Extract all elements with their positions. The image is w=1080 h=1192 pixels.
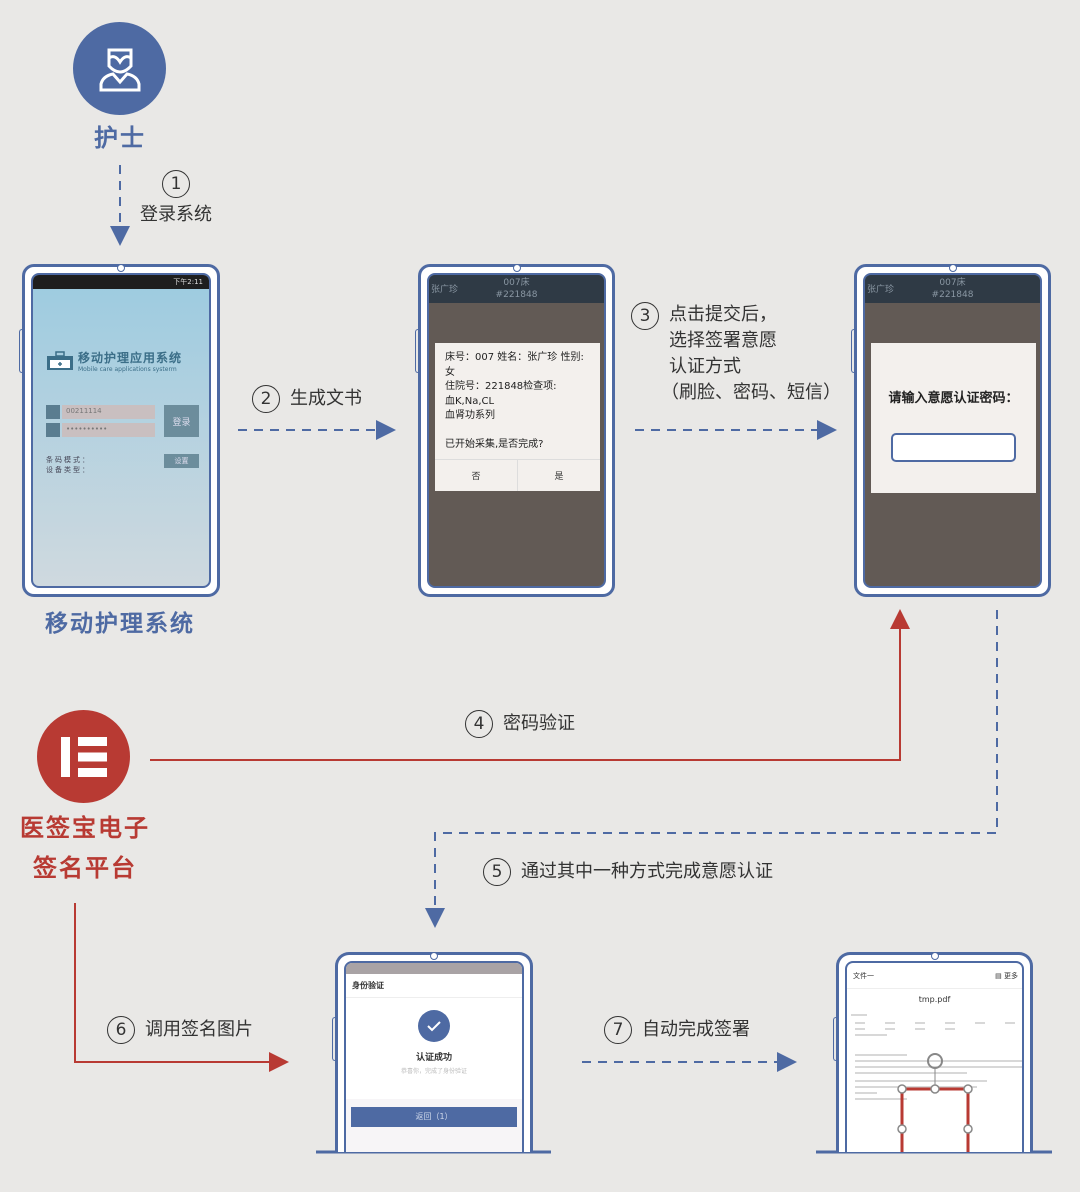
patient-bar: 张广珍 007床#221848 (429, 275, 604, 303)
success-text: 认证成功 (415, 1053, 452, 1063)
no-button[interactable]: 否 (435, 460, 518, 491)
step-text: 通过其中一种方式完成意愿认证 (521, 861, 773, 882)
e-logo-icon (60, 736, 107, 777)
password-prompt: 请输入意愿认证密码： (888, 391, 1019, 406)
pdf-content (851, 1014, 1022, 1152)
step-text: 认证方式 (669, 356, 741, 377)
nurse-avatar (73, 22, 166, 115)
step-6: 6 调用签名图片 (107, 1016, 253, 1044)
step-text: 登录系统 (140, 204, 212, 225)
app-title: 移动护理应用系统 (78, 351, 183, 365)
platform-logo (37, 710, 130, 803)
step-number: 2 (252, 385, 280, 413)
verify-title: 身份验证 (346, 974, 522, 998)
lock-icon (46, 423, 60, 437)
platform-label-line1: 医签宝电子 (20, 814, 150, 842)
more-button[interactable]: ▤ 更多 (995, 971, 1018, 980)
arrow-5 (425, 610, 998, 928)
step-1: 1 登录系统 (140, 170, 212, 228)
phone-signed-document: 文件一 ▤ 更多 tmp.pdf (833, 952, 1033, 1152)
step-text: 生成文书 (290, 388, 362, 409)
phone-verify: 身份验证 认证成功 恭喜你，完成了身份验证 返回（1） (332, 952, 533, 1152)
signature-box (900, 1087, 970, 1152)
user-icon (46, 405, 60, 419)
step-5: 5 通过其中一种方式完成意愿认证 (483, 858, 773, 886)
step-7: 7 自动完成签署 (604, 1016, 750, 1044)
app-header: 移动护理应用系统 Mobile care applications syster… (47, 349, 182, 373)
nurse-icon (99, 48, 140, 91)
status-bar (346, 963, 522, 974)
step-number: 1 (162, 170, 190, 198)
nurse-label: 护士 (94, 124, 146, 152)
step-text: 密码验证 (503, 713, 575, 734)
success-subtext: 恭喜你，完成了身份验证 (400, 1068, 467, 1075)
confirm-dialog: 床号：007 姓名：张广珍 性别:女住院号：221848检查项:血K,Na,CL… (435, 343, 600, 491)
patient-bar: 张广珍 007床#221848 (865, 275, 1040, 303)
platform-label-line2: 签名平台 (33, 854, 137, 882)
step-text: 自动完成签署 (642, 1019, 750, 1040)
username-input[interactable]: 00211114 (62, 405, 155, 419)
status-bar: 下午2:11 (33, 275, 209, 289)
password-input[interactable] (891, 433, 1016, 462)
arrow-6 (74, 903, 289, 1072)
phone-password: 张广珍 007床#221848 请输入意愿认证密码： (851, 264, 1051, 597)
platform-label: 医签宝电子 签名平台 (10, 808, 160, 888)
step-3: 3 点击提交后， 选择签署意愿 认证方式 （刷脸、密码、短信） (631, 302, 841, 406)
login-button[interactable]: 登录 (164, 405, 199, 437)
phone-login: 下午2:11 移动护理应用系统 Mobile care applications… (19, 264, 220, 597)
yes-button[interactable]: 是 (554, 472, 564, 482)
arrow-4 (150, 609, 910, 761)
app-subtitle: Mobile care applications systerm (78, 366, 177, 373)
file-name: tmp.pdf (918, 995, 951, 1004)
check-icon (418, 1010, 450, 1042)
step-number: 6 (107, 1016, 135, 1044)
phone-document: 张广珍 007床#221848 床号：007 姓名：张广珍 性别:女住院号：22… (415, 264, 615, 597)
step-number: 4 (465, 710, 493, 738)
password-input[interactable]: •••••••••• (62, 423, 155, 437)
step-4: 4 密码验证 (465, 710, 575, 738)
password-dialog: 请输入意愿认证密码： (871, 343, 1036, 493)
step-number: 5 (483, 858, 511, 886)
document-title: 文件一 (853, 971, 874, 980)
step-number: 7 (604, 1016, 632, 1044)
step-text: 选择签署意愿 (669, 330, 777, 351)
dialog-question: 已开始采集,是否完成? (445, 438, 544, 450)
step-2: 2 生成文书 (252, 385, 362, 413)
medical-kit-icon (47, 351, 73, 370)
step-text: （刷脸、密码、短信） (661, 382, 841, 403)
return-button[interactable]: 返回（1） (351, 1107, 517, 1127)
step-number: 3 (631, 302, 659, 330)
step-text: 调用签名图片 (145, 1019, 253, 1040)
step-text: 点击提交后， (669, 304, 777, 325)
system-label: 移动护理系统 (45, 611, 195, 637)
device-label: 设备类型： (46, 466, 91, 474)
barcode-label: 条码模式： (46, 456, 91, 464)
settings-button[interactable]: 设置 (164, 454, 199, 468)
